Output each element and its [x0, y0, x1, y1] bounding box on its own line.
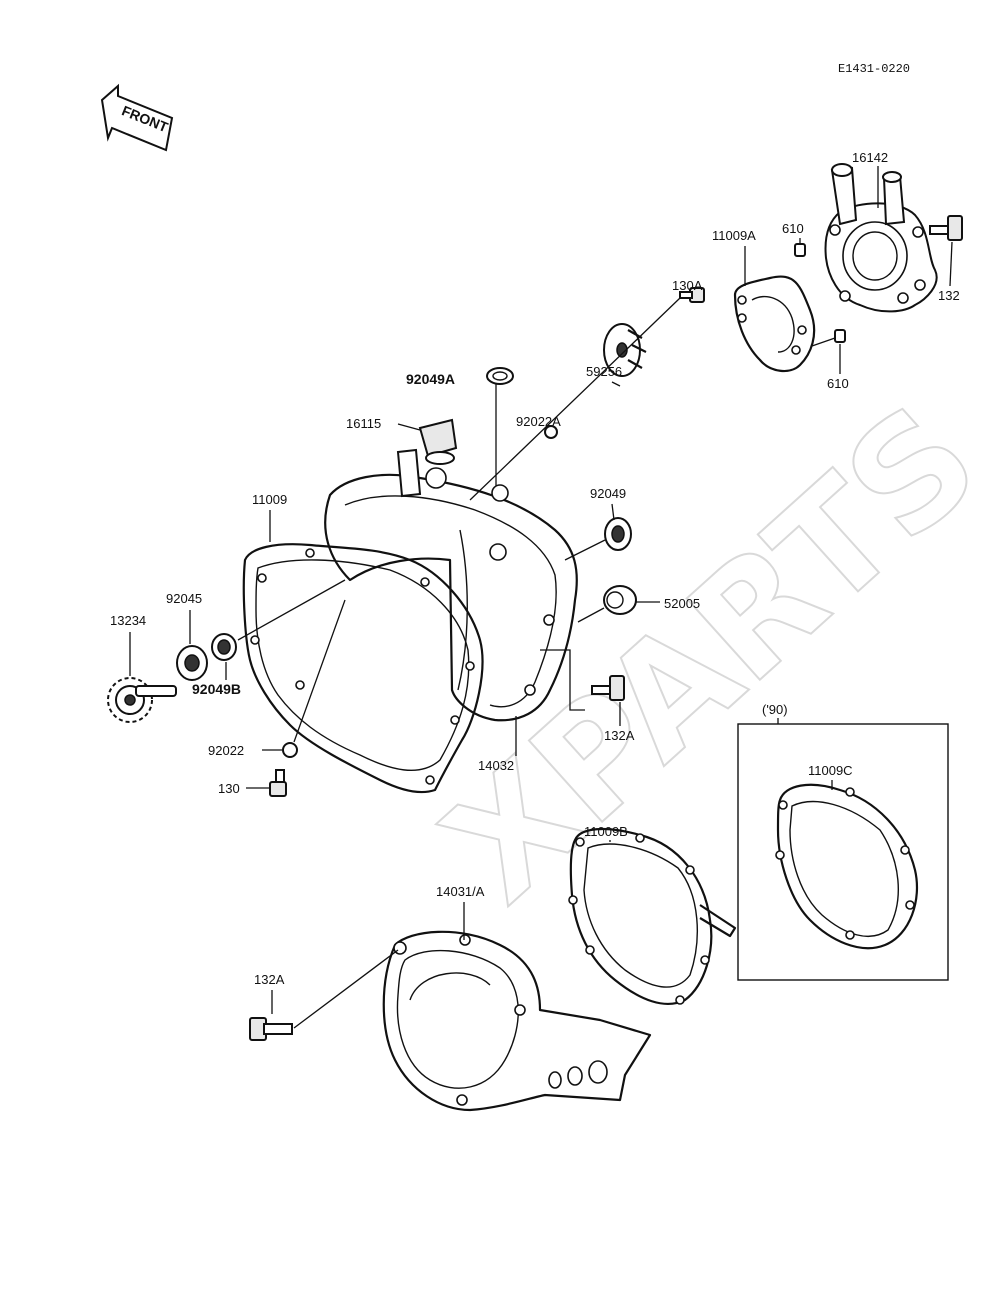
washer-92022	[282, 742, 298, 758]
oil-seal-92049A	[486, 367, 514, 385]
label-130A: 130A	[672, 278, 703, 293]
water-pump-cover-16142	[824, 163, 938, 313]
bolt-132A-mid	[591, 675, 625, 701]
dowel-pin-610-top	[794, 243, 806, 257]
label-11009: 11009	[252, 492, 287, 507]
label-11009C: 11009C	[808, 763, 853, 778]
watermark-text: XPARTS	[414, 373, 1000, 935]
gasket-11009A	[733, 275, 816, 373]
label-132: 132	[938, 288, 960, 303]
oil-seal-92049B	[211, 633, 237, 661]
bolt-130A	[679, 287, 705, 303]
label-610-top: 610	[782, 221, 804, 236]
front-arrow-icon: FRONT	[100, 83, 174, 152]
label-92022: 92022	[208, 743, 244, 758]
label-92049: 92049	[590, 486, 626, 501]
gasket-11009B	[568, 827, 737, 1005]
gasket-11009C	[775, 783, 919, 950]
dowel-pin-610-bottom	[834, 329, 846, 343]
oil-seal-92049	[604, 517, 632, 551]
bearing-92045	[176, 645, 208, 681]
year-variant-box	[737, 723, 949, 981]
bolt-132	[929, 215, 963, 241]
washer-92022A	[544, 425, 558, 439]
label-11009B: 11009B	[584, 824, 628, 839]
label-130: 130	[218, 781, 240, 796]
label-11009A: 11009A	[712, 228, 756, 243]
label-52005: 52005	[664, 596, 700, 611]
gear-13234	[107, 677, 177, 723]
label-14031A: 14031/A	[436, 884, 485, 899]
label-16142: 16142	[852, 150, 888, 165]
label-92045: 92045	[166, 591, 202, 606]
generator-cover-14031A	[382, 930, 652, 1112]
label-14032: 14032	[478, 758, 514, 773]
filler-plug-16115	[418, 418, 458, 465]
bolt-132A-bottom	[249, 1017, 293, 1041]
bolt-130	[269, 769, 287, 797]
label-13234: 13234	[110, 613, 146, 628]
gasket-11009	[242, 543, 484, 794]
label-92049B: 92049B	[192, 681, 241, 697]
label-16115: 16115	[346, 416, 381, 431]
label-132A-bottom: 132A	[254, 972, 285, 987]
label-92022A: 92022A	[516, 414, 561, 429]
label-610-bottom: 610	[827, 376, 849, 391]
label-92049A: 92049A	[406, 371, 455, 387]
label-132A-mid: 132A	[604, 728, 635, 743]
diagram-code: E1431-0220	[838, 62, 910, 76]
year-note: ('90)	[762, 702, 788, 717]
cap-52005	[603, 585, 637, 615]
clutch-cover-14032	[324, 448, 578, 722]
